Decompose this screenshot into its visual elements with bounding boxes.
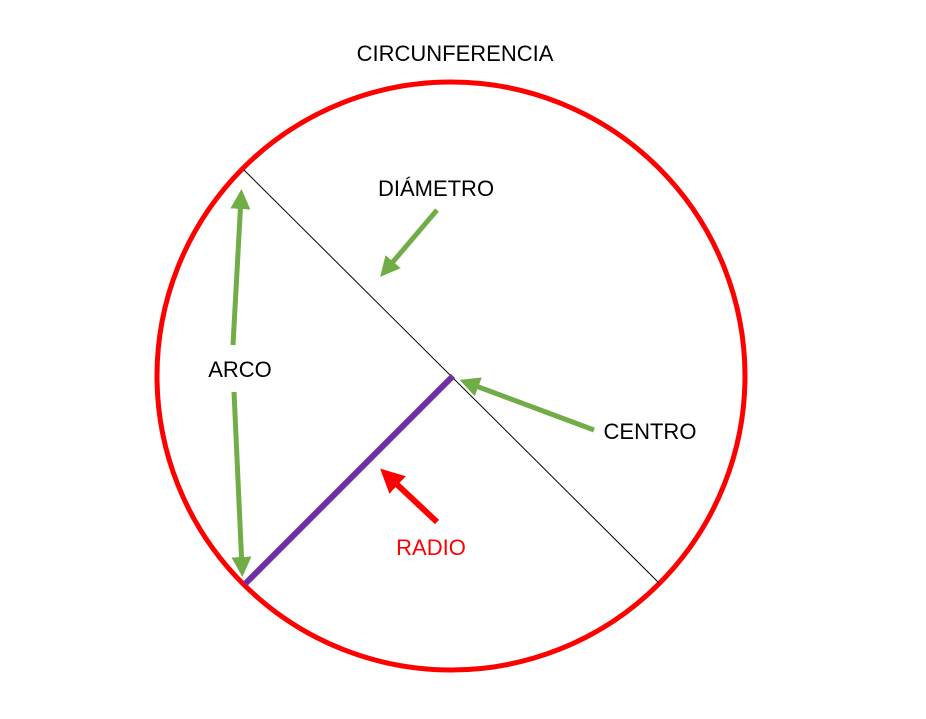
center-arrow: [459, 377, 595, 433]
arc-arrow-down: [231, 391, 252, 577]
center-label: CENTRO: [604, 419, 697, 444]
arc-arrow-up: [230, 189, 251, 346]
radius-line: [242, 373, 456, 587]
circumference: [154, 79, 748, 673]
arc-label: ARCO: [208, 357, 272, 382]
diameter-arrow: [380, 208, 439, 277]
title-label: CIRCUNFERENCIA: [357, 41, 554, 66]
radius-arrow: [380, 468, 440, 525]
diameter-label: DIÁMETRO: [378, 176, 494, 201]
radius-label: RADIO: [396, 535, 466, 560]
